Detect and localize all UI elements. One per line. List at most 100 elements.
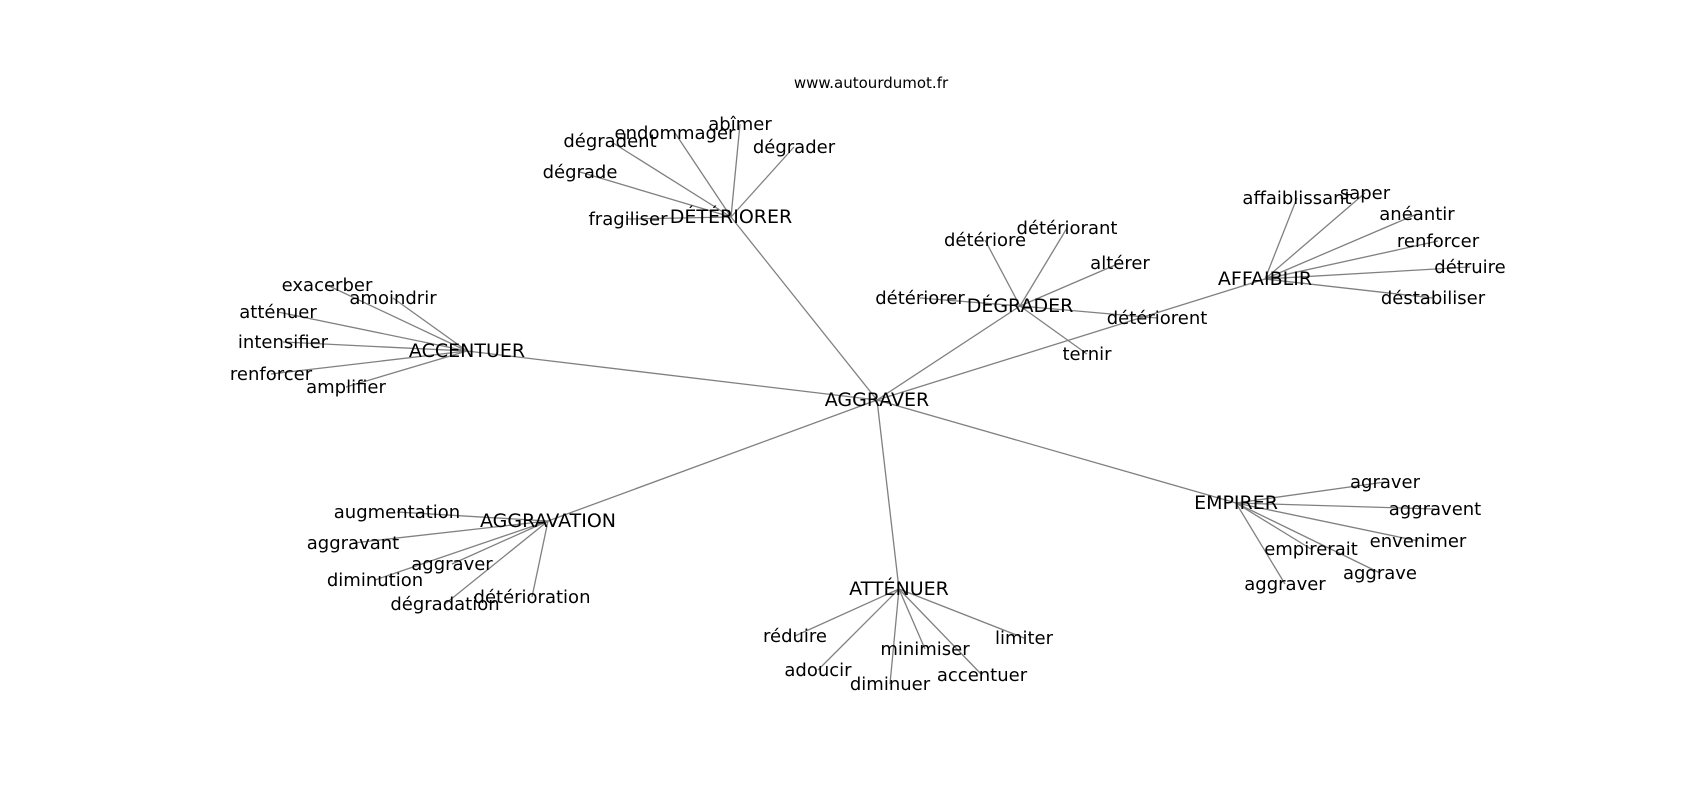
edge-accentuer-amplifier: [345, 350, 468, 388]
hub-node-degrader[interactable]: DÉGRADER: [967, 294, 1074, 317]
word-node-deteriorent[interactable]: détériorent: [1107, 308, 1208, 329]
word-node-degrade[interactable]: dégrade: [543, 162, 618, 183]
edge-aggravation-diminution: [374, 520, 549, 581]
word-node-attenuer[interactable]: atténuer: [239, 302, 317, 323]
edge-empirer-agraver: [1235, 481, 1386, 504]
edge-deteriorer-endommager: [674, 132, 732, 218]
word-node-reduire[interactable]: réduire: [763, 626, 827, 647]
edge-degrader-deteriorer: [919, 297, 1021, 307]
edge-root-empirer: [876, 399, 1237, 504]
word-node-ternir[interactable]: ternir: [1062, 344, 1112, 365]
edge-accentuer-renforcer: [270, 350, 468, 375]
word-node-aggraver[interactable]: aggraver: [411, 554, 493, 575]
edge-deteriorer-fragiliser: [627, 216, 732, 220]
word-node-agraver[interactable]: agraver: [1350, 472, 1421, 493]
word-node-alterer[interactable]: altérer: [1090, 253, 1150, 274]
edge-aggravation-degradation: [444, 520, 549, 605]
edge-accentuer-exacerber: [326, 284, 468, 352]
edge-accentuer-intensifier: [282, 341, 468, 352]
word-node-endommager[interactable]: endommager: [615, 123, 737, 144]
edge-deteriorer-degrader: [730, 146, 795, 218]
word-node-exacerber[interactable]: exacerber: [282, 275, 373, 296]
edge-affaiblir-renforcer: [1264, 240, 1439, 280]
word-node-amplifier[interactable]: amplifier: [306, 377, 386, 398]
word-node-empirerait[interactable]: empirerait: [1264, 539, 1358, 560]
hub-node-empirer[interactable]: EMPIRER: [1194, 492, 1278, 514]
word-node-degradent[interactable]: dégradent: [563, 131, 656, 152]
edge-degrader-deteriorant: [1019, 227, 1068, 307]
word-node-degradation[interactable]: dégradation: [390, 594, 499, 615]
word-node-adoucir[interactable]: adoucir: [784, 660, 852, 681]
word-node-aggravent[interactable]: aggravent: [1389, 499, 1482, 520]
edge-attenuer-diminuer: [889, 588, 900, 685]
edge-affaiblir-affaiblissant: [1264, 197, 1298, 280]
word-node-accentuer[interactable]: accentuer: [937, 665, 1028, 686]
edge-root-degrader: [876, 305, 1021, 401]
edge-attenuer-reduire: [794, 588, 900, 637]
word-node-envenimer[interactable]: envenimer: [1370, 531, 1467, 552]
word-node-augmentation[interactable]: augmentation: [334, 502, 460, 523]
edge-empirer-aggrave: [1235, 502, 1381, 574]
edge-root-deteriorer: [730, 216, 878, 401]
word-node-destabiliser[interactable]: déstabiliser: [1381, 288, 1486, 309]
edge-affaiblir-detruire: [1264, 266, 1471, 280]
word-node-minimiser[interactable]: minimiser: [880, 639, 970, 660]
word-node-detruire[interactable]: détruire: [1434, 257, 1505, 278]
edge-attenuer-limiter: [898, 588, 1025, 639]
edge-attenuer-accentuer: [898, 588, 983, 676]
hub-node-deteriorer[interactable]: DÉTÉRIORER: [670, 205, 792, 228]
edges-layer: [270, 123, 1471, 685]
word-node-diminution[interactable]: diminution: [327, 570, 423, 591]
word-node-diminuer[interactable]: diminuer: [850, 674, 931, 695]
hub-node-affaiblir[interactable]: AFFAIBLIR: [1218, 268, 1312, 290]
edge-affaiblir-saper: [1264, 192, 1366, 280]
edge-degrader-deteriorent: [1019, 305, 1158, 319]
word-node-affaiblissant[interactable]: affaiblissant: [1242, 188, 1351, 209]
root-node-aggraver[interactable]: AGGRAVER: [825, 389, 930, 411]
word-node-deteriore[interactable]: détériore: [944, 230, 1026, 251]
edge-aggravation-aggraver: [451, 520, 549, 565]
word-node-fragiliser[interactable]: fragiliser: [588, 209, 668, 230]
edge-aggravation-augmentation: [396, 511, 549, 522]
edge-accentuer-amoindrir: [392, 297, 468, 352]
edge-empirer-aggraver: [1235, 502, 1286, 585]
word-node-saper[interactable]: saper: [1340, 183, 1391, 204]
edge-root-accentuer: [466, 350, 878, 401]
edge-accentuer-attenuer: [277, 311, 468, 352]
word-node-limiter[interactable]: limiter: [995, 628, 1054, 649]
word-node-aggravant[interactable]: aggravant: [307, 533, 399, 554]
word-node-intensifier[interactable]: intensifier: [238, 332, 329, 353]
edge-degrader-deteriore: [984, 239, 1021, 307]
hub-node-attenuer[interactable]: ATTÉNUER: [849, 577, 949, 600]
edge-affaiblir-aneantir: [1264, 213, 1418, 280]
word-node-deteriorer[interactable]: détériorer: [875, 288, 965, 309]
edge-degrader-ternir: [1019, 305, 1088, 355]
edge-attenuer-minimiser: [898, 588, 926, 650]
edge-aggravation-aggravant: [352, 520, 549, 544]
edge-degrader-alterer: [1019, 262, 1121, 307]
edge-deteriorer-degradent: [609, 140, 732, 218]
edge-root-attenuer: [876, 399, 900, 590]
word-node-renforcer[interactable]: renforcer: [1397, 231, 1480, 252]
source-label: www.autourdumot.fr: [794, 74, 949, 92]
word-node-aggraver[interactable]: aggraver: [1244, 574, 1326, 595]
edge-deteriorer-abimer: [730, 123, 741, 218]
word-node-degrader[interactable]: dégrader: [753, 137, 836, 158]
word-node-renforcer[interactable]: renforcer: [230, 364, 313, 385]
word-node-deterioration[interactable]: détérioration: [474, 587, 591, 608]
edge-deteriorer-degrade: [579, 171, 732, 218]
word-node-abimer[interactable]: abîmer: [708, 114, 772, 135]
hub-node-accentuer[interactable]: ACCENTUER: [409, 340, 525, 362]
edge-root-affaiblir: [876, 278, 1266, 401]
edge-empirer-empirerait: [1235, 502, 1312, 550]
word-node-deteriorant[interactable]: détériorant: [1017, 218, 1118, 239]
word-node-aggrave[interactable]: aggrave: [1343, 563, 1417, 584]
word-node-amoindrir[interactable]: amoindrir: [349, 288, 437, 309]
edge-attenuer-adoucir: [817, 588, 900, 671]
word-node-aneantir[interactable]: anéantir: [1379, 204, 1455, 225]
edge-empirer-aggravent: [1235, 502, 1436, 510]
edge-empirer-envenimer: [1235, 502, 1419, 542]
hub-node-aggravation[interactable]: AGGRAVATION: [480, 510, 616, 532]
